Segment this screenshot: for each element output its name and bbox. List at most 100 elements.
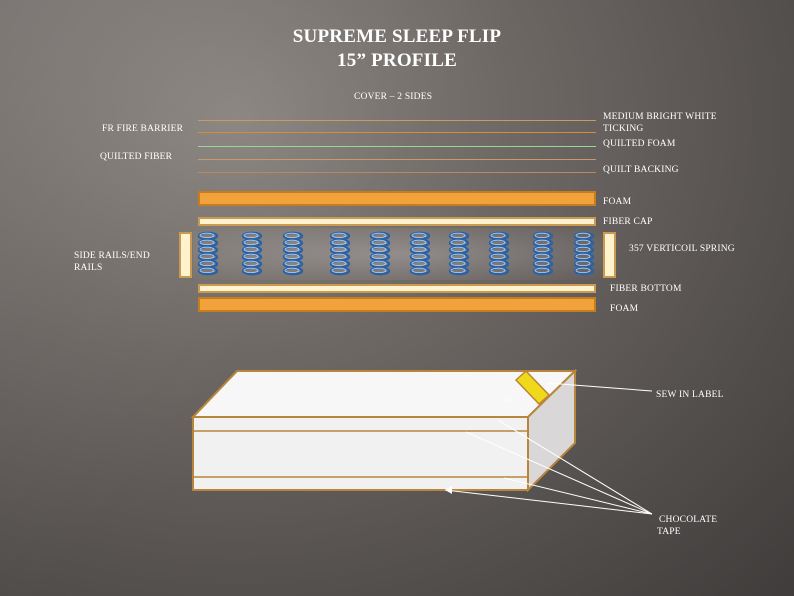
- coil-highlight: [534, 253, 550, 259]
- side-rails-label-line-2: RAILS: [74, 263, 103, 273]
- quilted-foam-line: [198, 146, 596, 147]
- coil-highlight: [284, 246, 300, 252]
- chocolate-tape-label-line-2: TAPE: [657, 527, 681, 537]
- coil-highlight: [199, 239, 215, 245]
- coil-spring: [241, 231, 263, 276]
- coil-highlight: [243, 246, 259, 252]
- coil-highlight: [450, 253, 466, 259]
- coil-highlight: [450, 267, 466, 273]
- sew-in-label-tag: [514, 369, 551, 406]
- mattress-front-face: [192, 416, 529, 491]
- coil-turn: [448, 266, 470, 276]
- side-rails-label-line-1: SIDE RAILS/END: [74, 251, 150, 261]
- coil-highlight: [490, 267, 506, 273]
- coil-turn: [197, 266, 219, 276]
- coil-highlight: [199, 267, 215, 273]
- fire-barrier-line: [198, 132, 596, 133]
- chocolate-tape-label-line-1: CHOCOLATE: [659, 515, 718, 525]
- coil-spring: [409, 231, 431, 276]
- sew-in-label-text: SEW IN LABEL: [656, 390, 724, 400]
- coil-highlight: [534, 267, 550, 273]
- coil-highlight: [243, 239, 259, 245]
- coil-spring: [448, 231, 470, 276]
- quilted-fiber-label: QUILTED FIBER: [100, 152, 173, 162]
- coil-highlight: [450, 260, 466, 266]
- coil-highlight: [284, 253, 300, 259]
- coil-spring: [282, 231, 304, 276]
- fiber-cap-label: FIBER CAP: [603, 217, 653, 227]
- coil-spring: [329, 231, 351, 276]
- coil-highlight: [534, 232, 550, 238]
- foam-bottom-layer: [198, 297, 596, 312]
- coil-highlight: [331, 239, 347, 245]
- coil-highlight: [534, 246, 550, 252]
- coil-highlight: [243, 260, 259, 266]
- coil-highlight: [331, 253, 347, 259]
- coil-turn: [329, 266, 351, 276]
- coil-highlight: [575, 260, 591, 266]
- coil-highlight: [199, 253, 215, 259]
- coil-highlight: [490, 232, 506, 238]
- coil-highlight: [243, 267, 259, 273]
- coil-highlight: [371, 232, 387, 238]
- coil-highlight: [490, 239, 506, 245]
- fiber-bottom-layer: [198, 284, 596, 293]
- coil-spring: [488, 231, 510, 276]
- coil-turn: [241, 266, 263, 276]
- coil-highlight: [284, 260, 300, 266]
- coil-highlight: [490, 260, 506, 266]
- coil-turn: [369, 266, 391, 276]
- coil-highlight: [371, 267, 387, 273]
- coil-highlight: [411, 232, 427, 238]
- foam-bottom-label: FOAM: [610, 304, 639, 314]
- sew-in-label-pointer: [546, 382, 653, 392]
- coil-spring: [573, 231, 595, 276]
- coil-highlight: [284, 267, 300, 273]
- coil-spring: [197, 231, 219, 276]
- coil-highlight: [490, 246, 506, 252]
- coil-highlight: [450, 246, 466, 252]
- coil-highlight: [199, 260, 215, 266]
- coil-highlight: [411, 267, 427, 273]
- coil-spring: [532, 231, 554, 276]
- coil-highlight: [575, 246, 591, 252]
- coil-turn: [532, 266, 554, 276]
- coil-turn: [409, 266, 431, 276]
- coil-highlight: [331, 260, 347, 266]
- coil-turn: [282, 266, 304, 276]
- coil-highlight: [411, 253, 427, 259]
- side-rail-right: [603, 232, 616, 278]
- coil-highlight: [199, 246, 215, 252]
- coil-highlight: [371, 253, 387, 259]
- coil-highlight: [575, 232, 591, 238]
- cover-label: COVER – 2 SIDES: [354, 92, 433, 102]
- chocolate-tape-pointer-1: [465, 431, 653, 515]
- coil-highlight: [490, 253, 506, 259]
- side-rail-left: [179, 232, 192, 278]
- coil-spring: [369, 231, 391, 276]
- coil-highlight: [450, 239, 466, 245]
- coil-highlight: [371, 260, 387, 266]
- coil-highlight: [534, 239, 550, 245]
- side-height-label: 15: [503, 395, 512, 404]
- coil-highlight: [243, 232, 259, 238]
- quilted-foam-label: QUILTED FOAM: [603, 139, 676, 149]
- coil-highlight: [199, 232, 215, 238]
- coil-highlight: [371, 239, 387, 245]
- fiber-bottom-label: FIBER BOTTOM: [610, 284, 682, 294]
- quilt-backing-label: QUILT BACKING: [603, 165, 679, 175]
- coil-highlight: [331, 267, 347, 273]
- quilted-fiber-line: [198, 159, 596, 160]
- spring-label: 357 VERTICOIL SPRING: [629, 244, 735, 254]
- coil-highlight: [284, 232, 300, 238]
- fr-fire-barrier-label: FR FIRE BARRIER: [102, 124, 184, 134]
- chocolate-tape-pointer-3: [503, 477, 653, 515]
- chocolate-tape-pointer-2: [497, 419, 653, 515]
- coil-highlight: [371, 246, 387, 252]
- coil-highlight: [575, 239, 591, 245]
- coil-highlight: [575, 267, 591, 273]
- coil-highlight: [575, 253, 591, 259]
- foam-top-layer: [198, 191, 596, 206]
- coil-highlight: [284, 239, 300, 245]
